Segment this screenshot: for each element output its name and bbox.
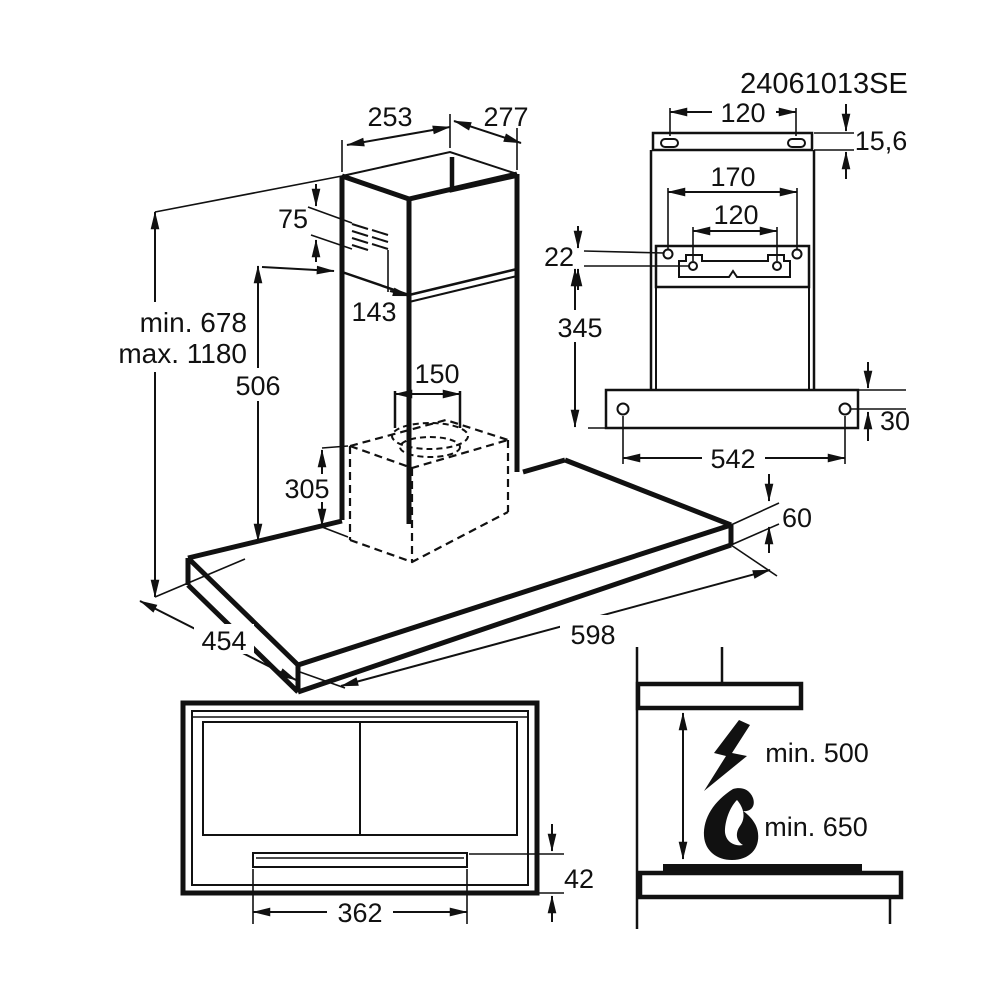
dim-height-max: max. 1180: [118, 338, 247, 369]
label-backing: [327, 897, 393, 927]
ext-line: [321, 445, 349, 449]
ext-line: [730, 523, 780, 546]
wall-hole-right: [791, 248, 803, 260]
hood-hole-left: [616, 402, 630, 416]
ext-line: [154, 558, 246, 598]
leader-arrow: [389, 287, 411, 297]
bracket-hole-right: [772, 261, 782, 271]
motor-housing-hidden-box: [348, 418, 510, 564]
hood-inner-outline: [191, 710, 529, 886]
hood-outline: [180, 700, 540, 896]
label-backing: [552, 310, 604, 342]
dim-line-598: [340, 569, 771, 687]
duct-outlet-ellipse-inner: [399, 436, 461, 458]
ext-line: [321, 526, 349, 538]
ext-line: [310, 234, 353, 250]
dim-line-253: [346, 125, 451, 147]
dim-hood-depth: 454: [201, 626, 246, 656]
rail-slot-right: [787, 138, 806, 148]
dim-lower-hole-spacing: 542: [710, 444, 755, 474]
hood-body-rear: [604, 388, 860, 430]
dim-lower-hole-offset: 30: [880, 406, 910, 436]
ext-line: [730, 502, 780, 526]
bracket-hole-left: [688, 261, 698, 271]
ext-line: [307, 206, 353, 224]
label-backing: [560, 615, 626, 649]
dim-hole-vertical-offset: 22: [544, 242, 574, 272]
hood-side-profile: [635, 681, 804, 711]
dim-control-panel-depth: 42: [564, 864, 594, 894]
dim-bracket-to-body: 345: [557, 313, 602, 343]
rail-slot-left: [660, 138, 679, 148]
rear-view: 120 15,6 170 120 22 345 542: [544, 96, 910, 474]
mounting-bracket: [678, 254, 791, 278]
dim-grille-to-joint: 143: [351, 297, 396, 327]
wall-hole-left: [662, 248, 674, 260]
dim-line-277: [453, 120, 522, 144]
hood-hole-right: [838, 402, 852, 416]
gas-clearance-label: min. 650: [764, 812, 868, 842]
isometric-view: 253 277 75 143 min. 678 max. 1180 506 30…: [86, 102, 812, 695]
hood-base-slab: [185, 457, 734, 695]
chimney-top-front-edges: [341, 171, 518, 202]
lightning-icon: [704, 720, 750, 791]
dim-bracket-slot-spacing: 120: [713, 200, 758, 230]
dim-lower-chimney-height: 506: [235, 371, 280, 401]
hob-surface: [663, 864, 862, 873]
dim-grille-height: 75: [278, 204, 308, 234]
flame-icon-inner: [724, 800, 744, 846]
dim-rail-height: 15,6: [855, 126, 908, 156]
leader-arrow: [261, 265, 335, 275]
duct-outlet-ellipse: [391, 422, 469, 450]
counter-top: [637, 870, 904, 900]
ext-line: [730, 544, 778, 577]
ext-line: [154, 175, 343, 213]
chimney-top-notch: [449, 157, 516, 193]
dim-hood-width: 598: [570, 620, 615, 650]
chimney-seam-right-lower: [408, 275, 518, 303]
dim-top-slot-spacing: 120: [720, 98, 765, 128]
drawing-number: 24061013SE: [740, 68, 908, 100]
label-backing: [702, 443, 765, 473]
mounting-rail: [651, 131, 814, 152]
label-backing: [194, 624, 254, 654]
clearance-view: min. 500 min. 650: [635, 647, 904, 929]
chimney-seam-left: [341, 270, 410, 297]
label-backing: [283, 474, 333, 502]
dim-control-panel-width: 362: [337, 898, 382, 928]
dim-hood-height: 60: [782, 503, 812, 533]
label-backing: [712, 96, 776, 126]
label-backing: [230, 368, 287, 401]
dim-wall-hole-spacing: 170: [710, 162, 755, 192]
ext-line: [583, 250, 665, 254]
chimney-top-back-edges: [341, 150, 518, 177]
vent-grille-icon: [351, 223, 389, 251]
dim-chimney-width: 253: [367, 102, 412, 132]
label-backing: [86, 302, 250, 372]
dim-height-min: min. 678: [140, 307, 247, 338]
dim-chimney-depth: 277: [483, 102, 528, 132]
electric-clearance-label: min. 500: [765, 738, 869, 768]
dim-inner-box-height: 305: [284, 474, 329, 504]
control-panel-strip: [252, 852, 468, 868]
chimney-seam-right: [408, 267, 518, 297]
dim-duct-diameter: 150: [414, 359, 459, 389]
bottom-view: 362 42: [180, 700, 594, 928]
ext-line: [299, 671, 346, 689]
